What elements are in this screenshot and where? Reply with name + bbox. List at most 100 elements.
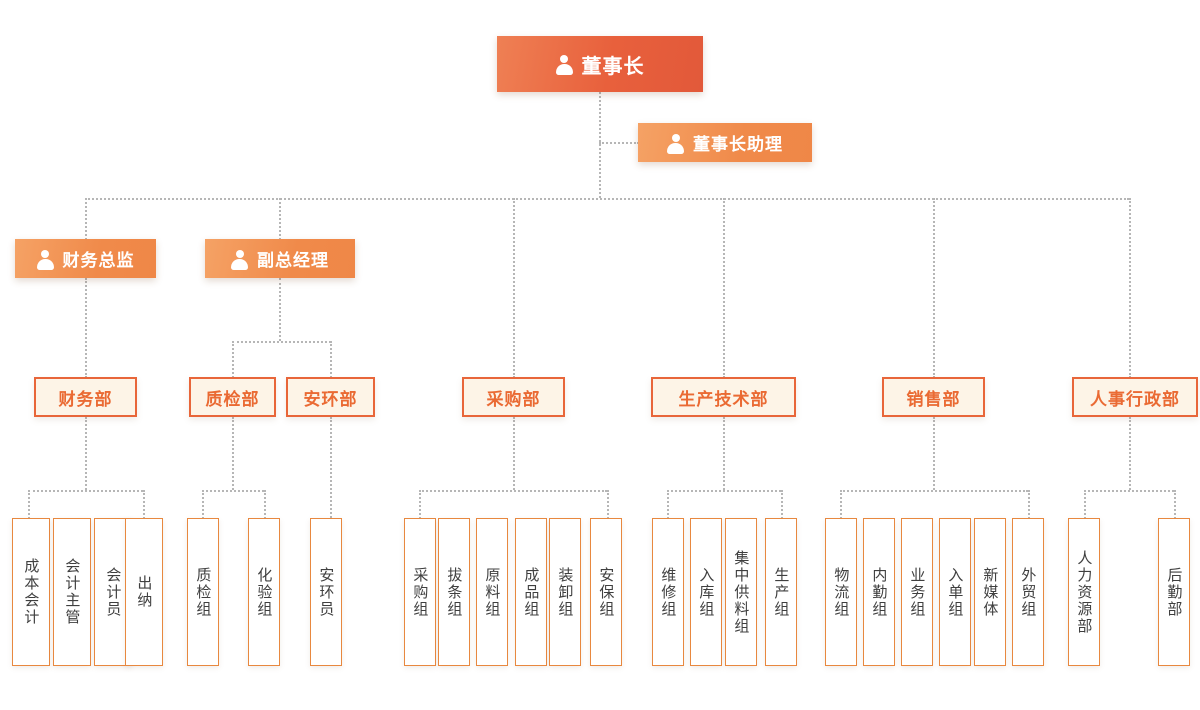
team-node[interactable]: 业务组 — [901, 518, 933, 666]
connector-qc-drop-left — [202, 490, 204, 519]
team-node[interactable]: 入单组 — [939, 518, 971, 666]
team-node[interactable]: 物流组 — [825, 518, 857, 666]
team-label: 后勤部 — [1165, 566, 1184, 618]
team-label: 人力资源部 — [1075, 549, 1094, 635]
connector-qc-bus — [202, 490, 264, 492]
team-label: 内勤组 — [870, 566, 889, 618]
team-label: 会计主管 — [63, 558, 82, 626]
connector-purchasing-bus — [419, 490, 607, 492]
department-node[interactable]: 安环部 — [286, 377, 375, 417]
team-node[interactable]: 化验组 — [248, 518, 280, 666]
team-node[interactable]: 原料组 — [476, 518, 508, 666]
team-label: 成本会计 — [22, 558, 41, 626]
team-node[interactable]: 拔条组 — [438, 518, 470, 666]
connector-sales-drop-left — [840, 490, 842, 519]
team-node[interactable]: 入库组 — [690, 518, 722, 666]
connector-production-trunk — [723, 417, 725, 490]
person-icon — [555, 55, 573, 75]
department-node[interactable]: 生产技术部 — [651, 377, 796, 417]
connector-hr-drop-left — [1084, 490, 1086, 519]
team-label: 生产组 — [772, 566, 791, 618]
connector-hr-trunk — [1129, 417, 1131, 490]
exec-node-vgm[interactable]: 副总经理 — [205, 239, 355, 278]
exec-node-label: 董事长 — [581, 53, 645, 78]
department-label: 质检部 — [205, 389, 260, 410]
team-label: 安保组 — [597, 566, 616, 618]
team-label: 原料组 — [483, 566, 502, 618]
person-icon — [667, 133, 684, 154]
department-label: 销售部 — [906, 389, 961, 410]
department-node[interactable]: 采购部 — [462, 377, 565, 417]
team-node[interactable]: 安环员 — [310, 518, 342, 666]
team-label: 集中供料组 — [732, 549, 751, 635]
connector-vgm-bus — [232, 341, 331, 343]
exec-node-label: 副总经理 — [257, 251, 329, 271]
person-icon — [231, 249, 248, 270]
connector-finance-drop-right — [143, 490, 145, 519]
connector-purchasing-trunk — [513, 417, 515, 490]
exec-node-label: 财务总监 — [62, 251, 135, 271]
team-node[interactable]: 内勤组 — [863, 518, 895, 666]
team-node[interactable]: 质检组 — [187, 518, 219, 666]
team-node[interactable]: 生产组 — [765, 518, 797, 666]
connector-drop-safety — [330, 341, 332, 378]
connector-drop-cfo — [85, 198, 87, 240]
team-label: 采购组 — [411, 566, 430, 618]
connector-root-trunk — [599, 92, 601, 198]
connector-purchasing-drop-left — [419, 490, 421, 519]
department-label: 采购部 — [486, 389, 541, 410]
team-node[interactable]: 会计主管 — [53, 518, 91, 666]
team-label: 物流组 — [832, 566, 851, 618]
department-label: 安环部 — [303, 389, 358, 410]
department-node[interactable]: 质检部 — [189, 377, 276, 417]
team-node[interactable]: 装卸组 — [549, 518, 581, 666]
connector-purchasing-drop-right — [607, 490, 609, 519]
exec-node-assistant[interactable]: 董事长助理 — [638, 123, 812, 162]
team-label: 外贸组 — [1019, 566, 1038, 618]
connector-level2-bus — [85, 198, 1129, 200]
connector-sales-trunk — [933, 417, 935, 490]
team-node[interactable]: 出纳 — [125, 518, 163, 666]
team-node[interactable]: 集中供料组 — [725, 518, 757, 666]
team-node[interactable]: 新媒体 — [974, 518, 1006, 666]
team-label: 业务组 — [908, 566, 927, 618]
team-node[interactable]: 后勤部 — [1158, 518, 1190, 666]
connector-drop-qc — [232, 341, 234, 378]
team-label: 入库组 — [697, 566, 716, 618]
connector-sales-drop-right — [1028, 490, 1030, 519]
team-label: 装卸组 — [556, 566, 575, 618]
department-label: 生产技术部 — [678, 389, 769, 410]
connector-finance-trunk — [85, 417, 87, 490]
connector-hr-drop-right — [1174, 490, 1176, 519]
connector-assistant-branch — [599, 142, 639, 144]
department-node[interactable]: 财务部 — [34, 377, 137, 417]
team-node[interactable]: 安保组 — [590, 518, 622, 666]
department-label: 人事行政部 — [1090, 389, 1180, 410]
team-label: 新媒体 — [981, 566, 1000, 618]
exec-node-cfo[interactable]: 财务总监 — [15, 239, 156, 278]
connector-safety-trunk — [330, 417, 332, 518]
team-node[interactable]: 维修组 — [652, 518, 684, 666]
team-label: 成品组 — [522, 566, 541, 618]
team-node[interactable]: 人力资源部 — [1068, 518, 1100, 666]
team-label: 化验组 — [255, 566, 274, 618]
person-icon — [36, 249, 54, 270]
team-node[interactable]: 外贸组 — [1012, 518, 1044, 666]
team-node[interactable]: 采购组 — [404, 518, 436, 666]
connector-finance-drop-left — [28, 490, 30, 519]
department-label: 财务部 — [58, 389, 113, 410]
team-label: 出纳 — [135, 575, 154, 609]
department-node[interactable]: 人事行政部 — [1072, 377, 1198, 417]
team-label: 入单组 — [946, 566, 965, 618]
exec-node-label: 董事长助理 — [693, 135, 783, 155]
connector-drop-sales — [933, 198, 935, 378]
team-node[interactable]: 成本会计 — [12, 518, 50, 666]
team-node[interactable]: 成品组 — [515, 518, 547, 666]
exec-node-root[interactable]: 董事长 — [497, 36, 703, 92]
connector-drop-vgm — [279, 198, 281, 240]
department-node[interactable]: 销售部 — [882, 377, 985, 417]
team-label: 维修组 — [659, 566, 678, 618]
connector-qc-trunk — [232, 417, 234, 490]
team-label: 质检组 — [194, 566, 213, 618]
